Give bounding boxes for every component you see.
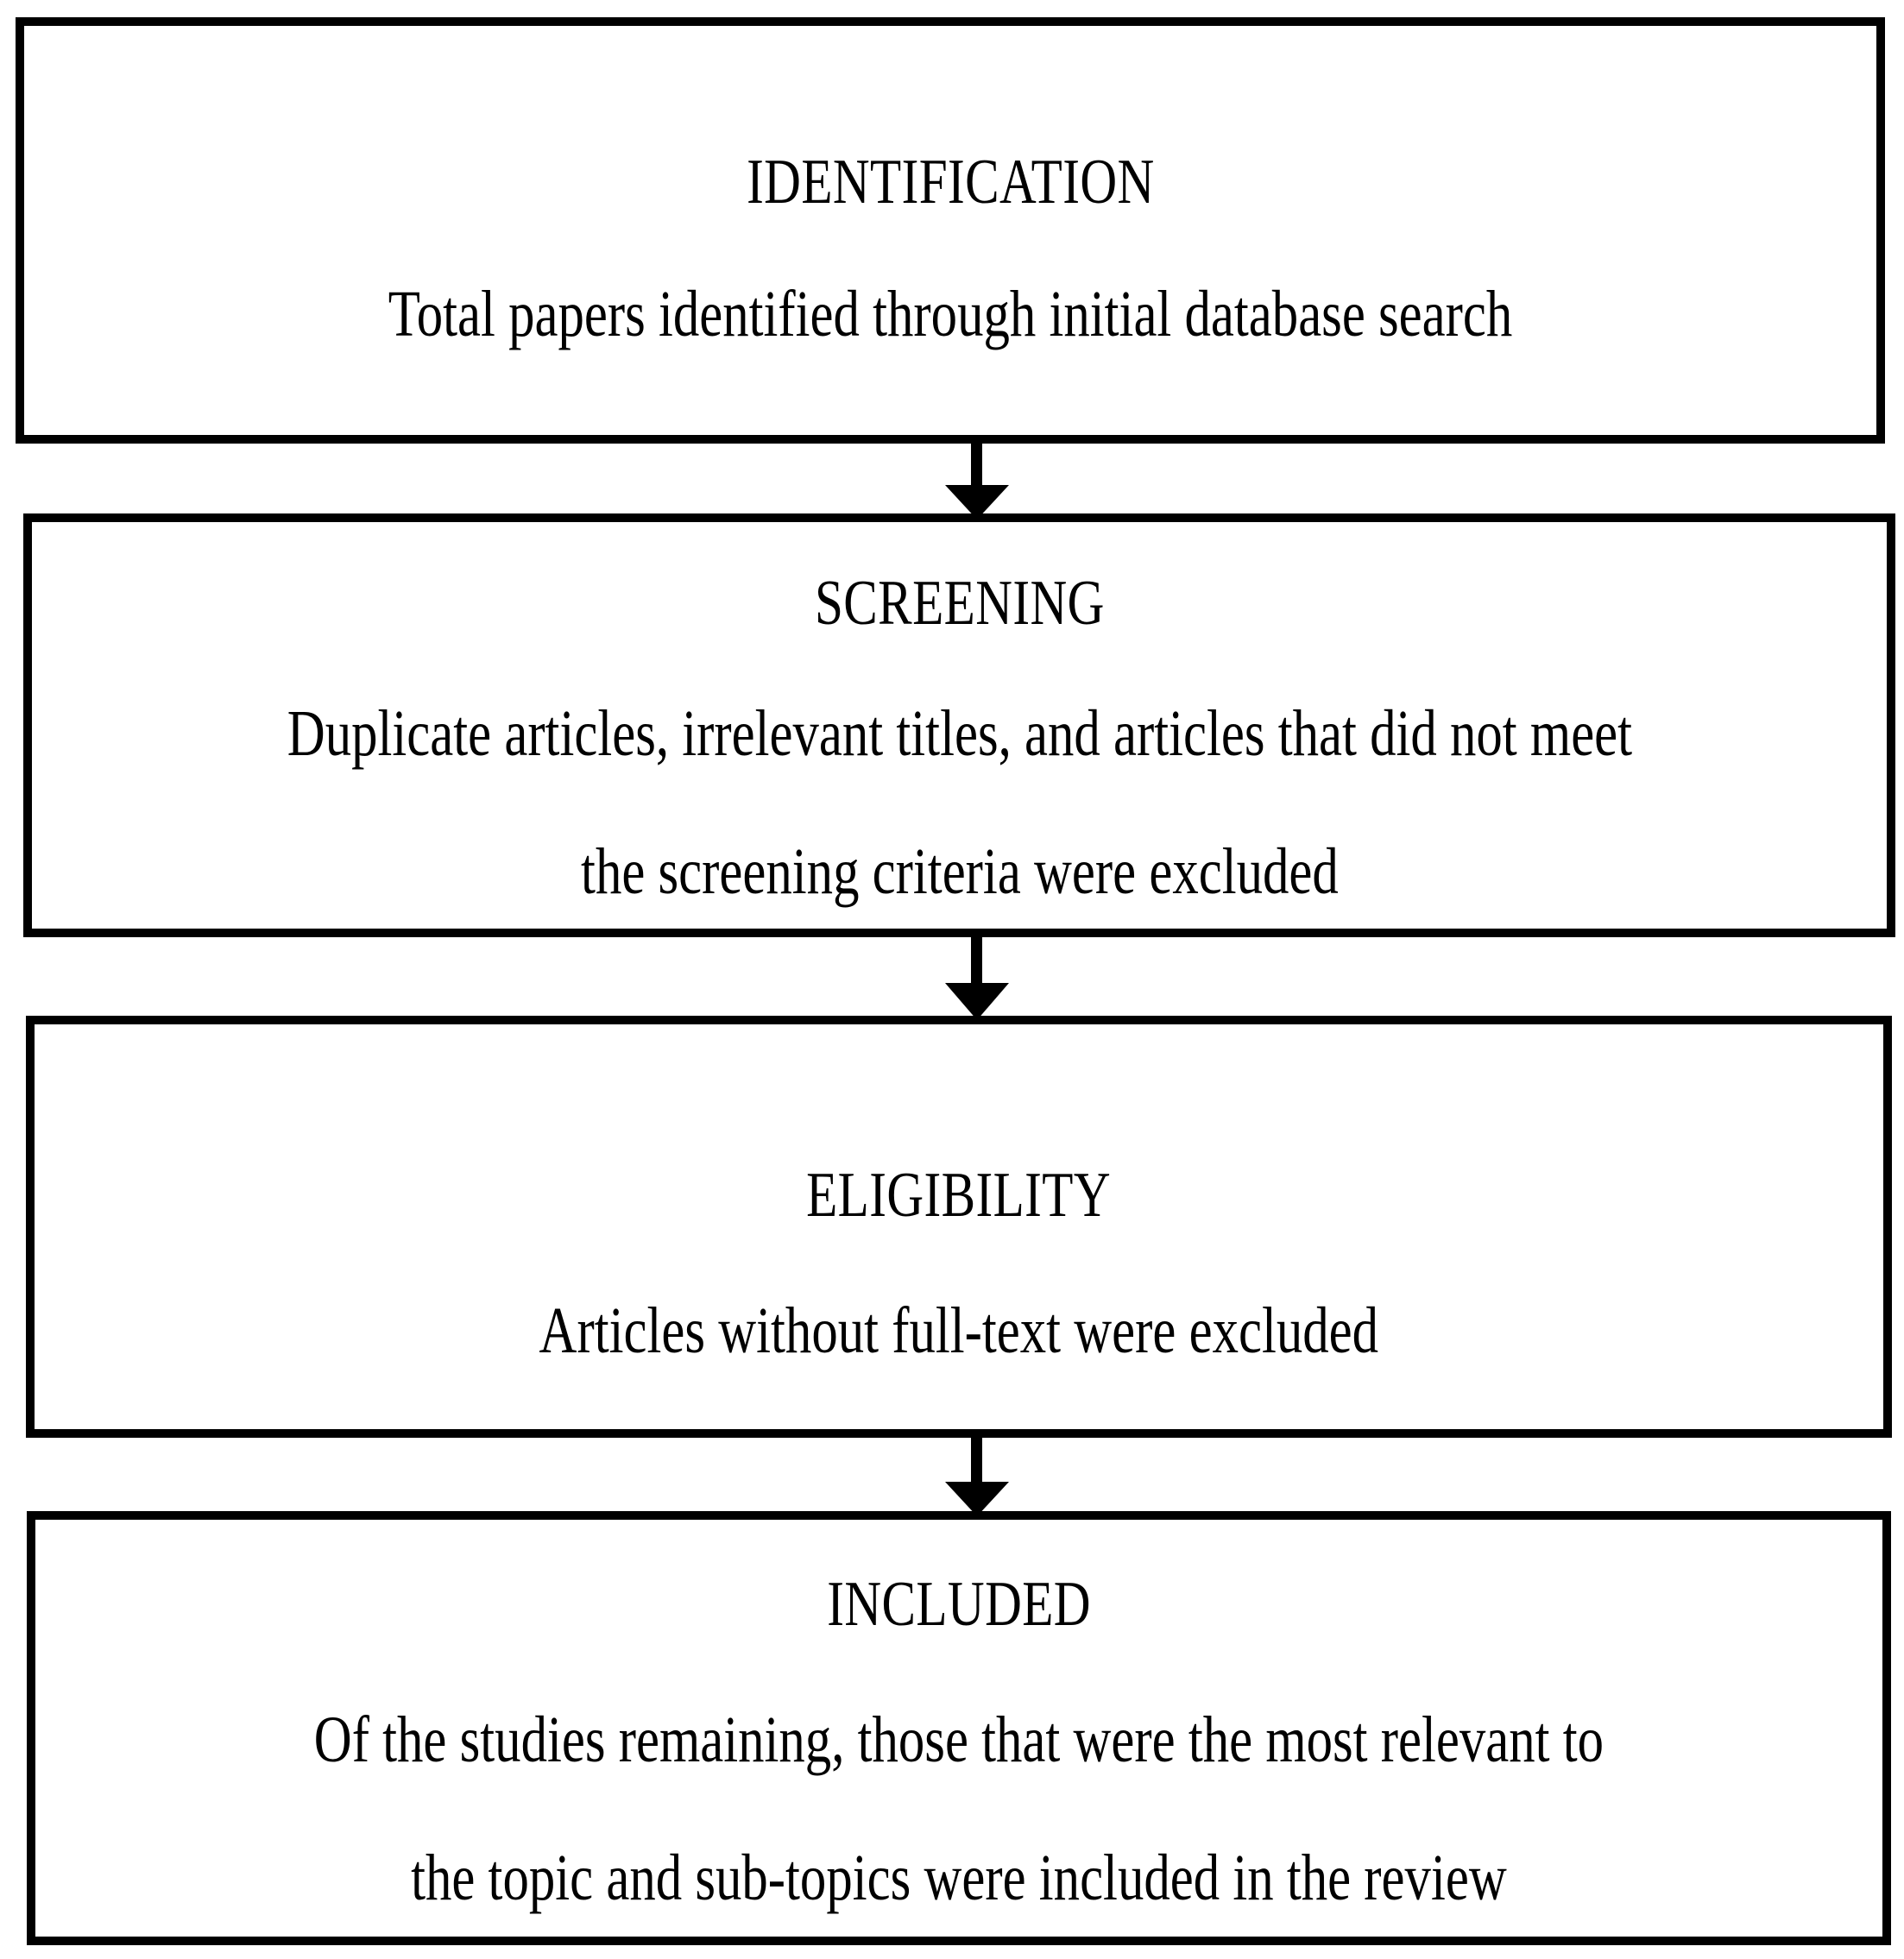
down-arrow-icon [945,1434,1009,1516]
down-arrow-icon [945,440,1009,520]
stage-body-included: Of the studies remaining, those that wer… [153,1707,1765,1911]
flow-box-screening: SCREENING Duplicate articles, irrelevant… [23,513,1895,937]
stage-body-line: the topic and sub-topics were included i… [411,1841,1507,1914]
stage-body-line: Of the studies remaining, those that wer… [313,1703,1605,1776]
connector-identification-to-screening [939,440,1015,520]
stage-body-line: Articles without full-text were excluded [539,1294,1379,1367]
connector-eligibility-to-included [939,1434,1015,1516]
connector-screening-to-eligibility [939,934,1015,1020]
stage-body-identification: Total papers identified through initial … [248,281,1653,347]
stage-title-eligibility: ELIGIBILITY [806,1159,1112,1231]
flow-box-identification: IDENTIFICATION Total papers identified t… [16,17,1885,444]
stage-title-included: INCLUDED [827,1568,1091,1640]
stage-title-screening: SCREENING [814,567,1105,639]
stage-title-identification: IDENTIFICATION [746,147,1155,217]
stage-body-line: Total papers identified through initial … [388,278,1513,350]
flow-box-included: INCLUDED Of the studies remaining, those… [27,1511,1891,1945]
stage-body-screening: Duplicate articles, irrelevant titles, a… [119,701,1800,904]
stage-body-line: the screening criteria were excluded [580,835,1339,908]
down-arrow-icon [945,934,1009,1020]
stage-body-eligibility: Articles without full-text were excluded [434,1298,1484,1364]
flow-box-eligibility: ELIGIBILITY Articles without full-text w… [26,1016,1892,1438]
stage-body-line: Duplicate articles, irrelevant titles, a… [287,696,1632,770]
